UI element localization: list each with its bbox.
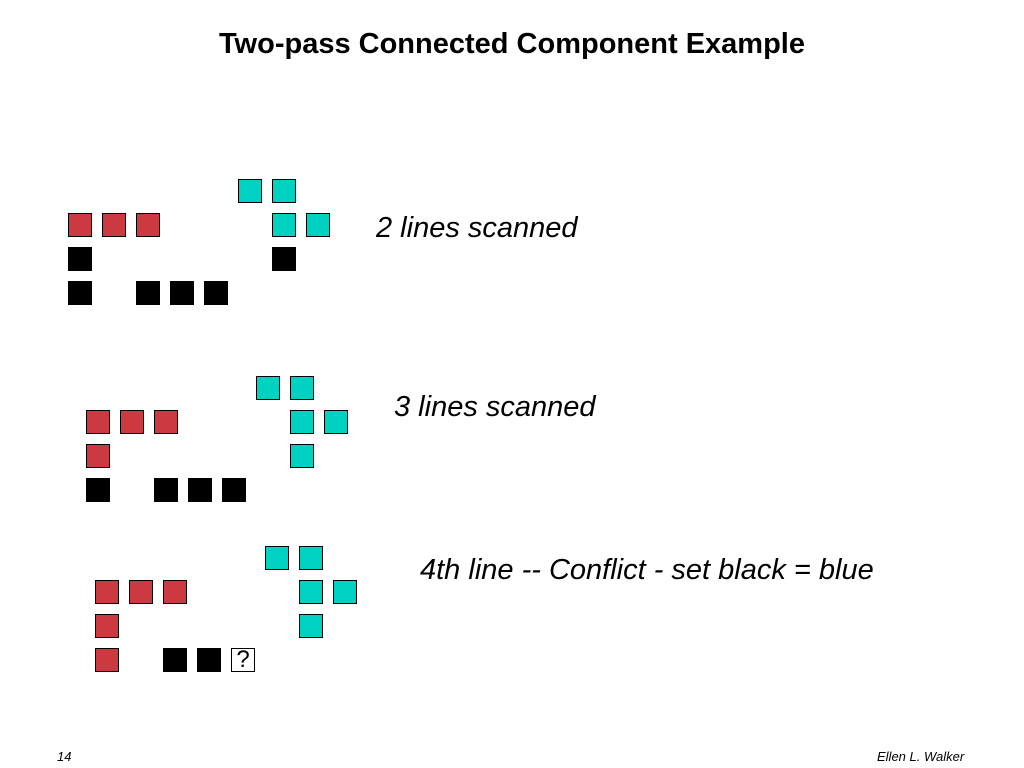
black-pixel-cell xyxy=(197,648,221,672)
diagram-3-caption: 4th line -- Conflict - set black = blue xyxy=(420,554,874,586)
cyan-pixel-cell xyxy=(290,410,314,434)
black-pixel-cell xyxy=(272,247,296,271)
red-pixel-cell xyxy=(95,614,119,638)
cyan-pixel-cell xyxy=(290,444,314,468)
black-pixel-cell xyxy=(170,281,194,305)
cyan-pixel-cell xyxy=(299,580,323,604)
cyan-pixel-cell xyxy=(256,376,280,400)
black-pixel-cell xyxy=(68,281,92,305)
black-pixel-cell xyxy=(188,478,212,502)
cyan-pixel-cell xyxy=(324,410,348,434)
cyan-pixel-cell xyxy=(306,213,330,237)
black-pixel-cell xyxy=(154,478,178,502)
cyan-pixel-cell xyxy=(299,546,323,570)
cyan-pixel-cell xyxy=(265,546,289,570)
black-pixel-cell xyxy=(222,478,246,502)
unknown-pixel-cell: ? xyxy=(231,648,255,672)
diagram-1-caption: 2 lines scanned xyxy=(376,212,578,244)
diagram-2-caption: 3 lines scanned xyxy=(394,391,596,423)
black-pixel-cell xyxy=(204,281,228,305)
author-credit: Ellen L. Walker xyxy=(877,749,965,764)
cyan-pixel-cell xyxy=(299,614,323,638)
cyan-pixel-cell xyxy=(272,213,296,237)
black-pixel-cell xyxy=(68,247,92,271)
red-pixel-cell xyxy=(86,410,110,434)
black-pixel-cell xyxy=(136,281,160,305)
red-pixel-cell xyxy=(120,410,144,434)
black-pixel-cell xyxy=(163,648,187,672)
red-pixel-cell xyxy=(136,213,160,237)
cyan-pixel-cell xyxy=(238,179,262,203)
black-pixel-cell xyxy=(86,478,110,502)
red-pixel-cell xyxy=(86,444,110,468)
red-pixel-cell xyxy=(95,648,119,672)
slide-title: Two-pass Connected Component Example xyxy=(219,28,805,60)
cyan-pixel-cell xyxy=(290,376,314,400)
red-pixel-cell xyxy=(68,213,92,237)
red-pixel-cell xyxy=(129,580,153,604)
page-number: 14 xyxy=(57,749,72,764)
red-pixel-cell xyxy=(95,580,119,604)
cyan-pixel-cell xyxy=(333,580,357,604)
cyan-pixel-cell xyxy=(272,179,296,203)
red-pixel-cell xyxy=(163,580,187,604)
red-pixel-cell xyxy=(154,410,178,434)
red-pixel-cell xyxy=(102,213,126,237)
